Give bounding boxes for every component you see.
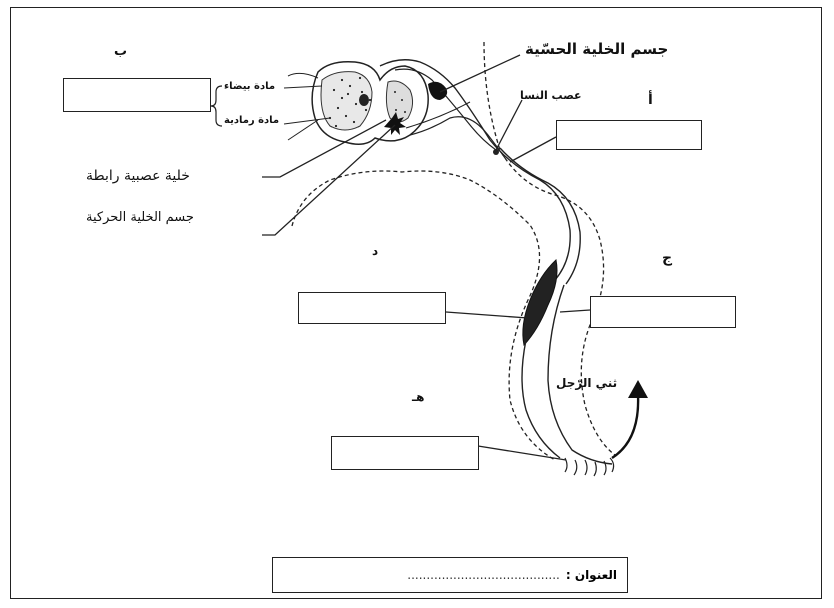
leader-sciatic <box>496 100 522 150</box>
leader-motor <box>262 125 395 235</box>
leader-box-h <box>478 446 566 460</box>
answer-box-d[interactable] <box>298 292 446 324</box>
label-interneuron: خلية عصبية رابطة <box>86 168 190 184</box>
title-label: العنوان : <box>566 568 617 582</box>
sciatic-nerve-right <box>500 148 580 284</box>
dorsal-root-ganglion <box>428 82 447 100</box>
label-sciatic-nerve: عصب النسا <box>520 89 582 102</box>
letter-b: ب <box>114 44 127 59</box>
label-sensory-cell-body: جسم الخلية الحسّية <box>525 40 668 58</box>
leader-sensory-cell <box>440 55 520 92</box>
sensory-receptors <box>565 458 614 476</box>
letter-h: هـ <box>412 390 424 404</box>
leader-box-d <box>446 312 528 318</box>
spinal-cord <box>288 62 428 145</box>
letter-d: د <box>372 244 378 258</box>
title-answer-field[interactable]: العنوان : ..............................… <box>272 557 628 593</box>
label-leg-bend: ثني الرّجل <box>556 376 617 390</box>
letter-j: ج <box>662 250 672 266</box>
label-motor-cell-body: جسم الخلية الحركية <box>86 210 194 225</box>
nerve-to-foot-left <box>522 340 560 458</box>
leader-box-j <box>560 310 590 312</box>
title-placeholder: ........................................ <box>407 568 560 582</box>
matter-bracket <box>211 86 222 126</box>
letter-a: أ <box>648 92 653 108</box>
answer-box-h[interactable] <box>331 436 479 470</box>
leg-bend-arrow <box>612 395 638 458</box>
leader-box-a <box>510 137 556 162</box>
answer-box-j[interactable] <box>590 296 736 328</box>
label-grey-matter: مادة رمادية <box>224 115 279 126</box>
ventral-root <box>410 117 505 158</box>
answer-box-b[interactable] <box>63 78 211 112</box>
label-white-matter: مادة بيضاء <box>224 81 275 92</box>
answer-box-a[interactable] <box>556 120 702 150</box>
leg-bend-arrowhead <box>628 380 648 398</box>
sciatic-nerve-left <box>490 140 570 280</box>
